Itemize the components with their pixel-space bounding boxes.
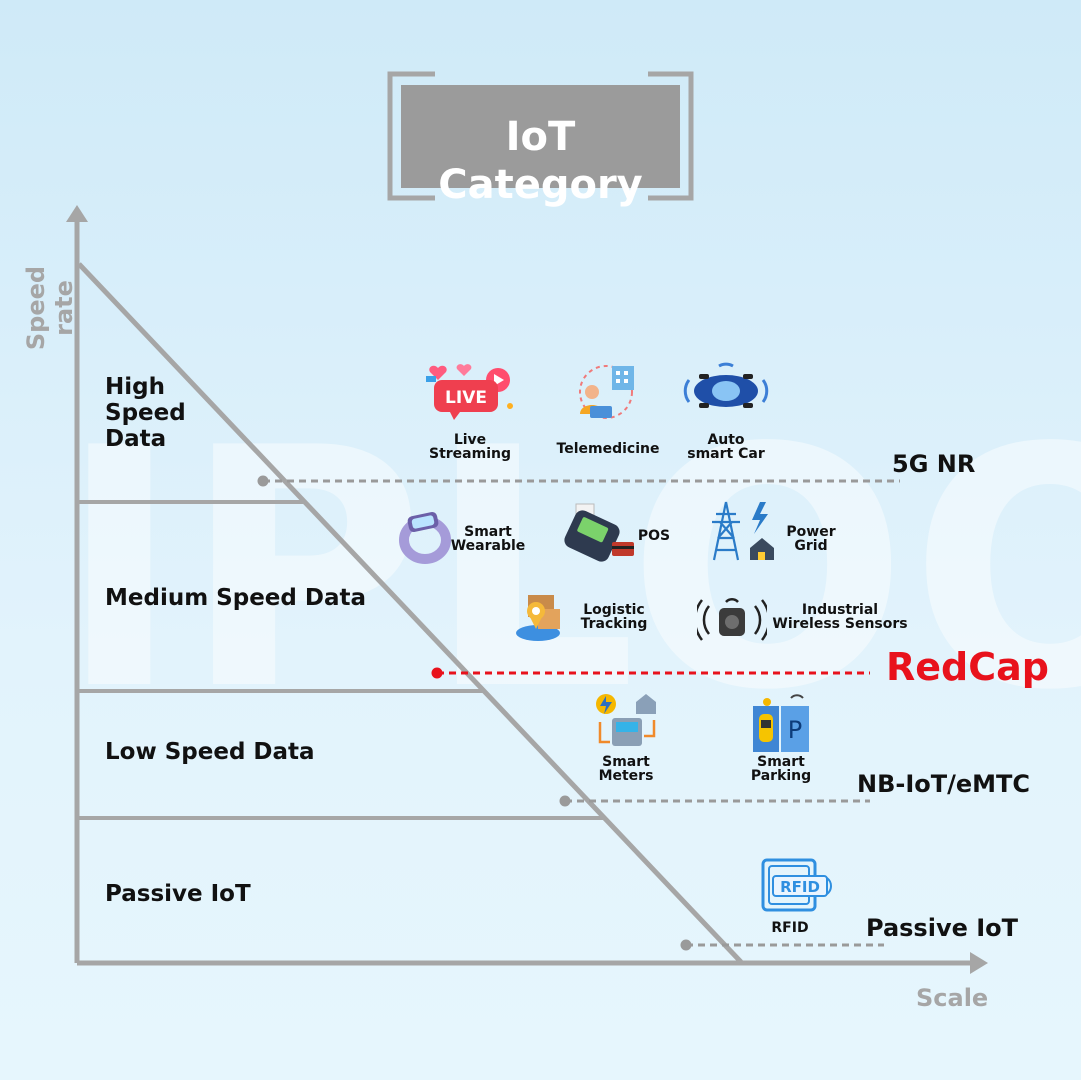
- live-streaming-icon: LIVE: [424, 362, 518, 424]
- telemedicine-icon: [574, 362, 638, 422]
- wireless-sensor-icon: [697, 596, 767, 642]
- app-label-industrial-wireless-sensors: Industrial Wireless Sensors: [770, 603, 910, 631]
- logistic-tracking-icon: [512, 585, 572, 645]
- smart-meter-icon: [592, 692, 660, 754]
- app-label-smart-parking: Smart Parking: [730, 755, 832, 783]
- tech-label-5g-nr: 5G NR: [892, 450, 975, 478]
- app-label-telemedicine: Telemedicine: [548, 442, 668, 456]
- app-label-live-streaming: Live Streaming: [410, 433, 530, 461]
- smart-parking-icon: P: [751, 694, 811, 754]
- y-axis-label: Speed rate: [22, 240, 78, 376]
- app-label-power-grid: Power Grid: [775, 525, 847, 553]
- x-axis-label: Scale: [916, 984, 988, 1012]
- tech-label-passive-iot: Passive IoT: [866, 914, 1018, 942]
- tier-label-passive: Passive IoT: [105, 881, 251, 907]
- page-title: IoT Category: [401, 113, 680, 209]
- tier-label-high-speed: High Speed Data: [105, 374, 186, 452]
- tier-label-low-speed: Low Speed Data: [105, 739, 315, 765]
- svg-text:LIVE: LIVE: [445, 388, 487, 408]
- app-label-smart-meters: Smart Meters: [576, 755, 676, 783]
- app-label-rfid: RFID: [750, 921, 830, 935]
- tier-label-medium-speed: Medium Speed Data: [105, 585, 366, 611]
- smart-car-icon: [679, 362, 773, 420]
- rfid-icon: RFID: [761, 858, 835, 912]
- tech-label-nb-iot-emtc: NB-IoT/eMTC: [857, 770, 1030, 798]
- svg-text:RFID: RFID: [780, 878, 820, 896]
- app-label-smart-wearable: Smart Wearable: [440, 525, 536, 553]
- svg-text:P: P: [788, 716, 802, 744]
- app-label-logistic-tracking: Logistic Tracking: [570, 603, 658, 631]
- y-axis-arrow: [66, 205, 88, 222]
- app-label-smart-car: Auto smart Car: [666, 433, 786, 461]
- power-grid-icon: [708, 498, 778, 562]
- pos-terminal-icon: [562, 502, 638, 566]
- tech-label-redcap: RedCap: [886, 645, 1049, 689]
- app-label-pos: POS: [632, 529, 676, 543]
- x-axis-arrow: [970, 952, 988, 974]
